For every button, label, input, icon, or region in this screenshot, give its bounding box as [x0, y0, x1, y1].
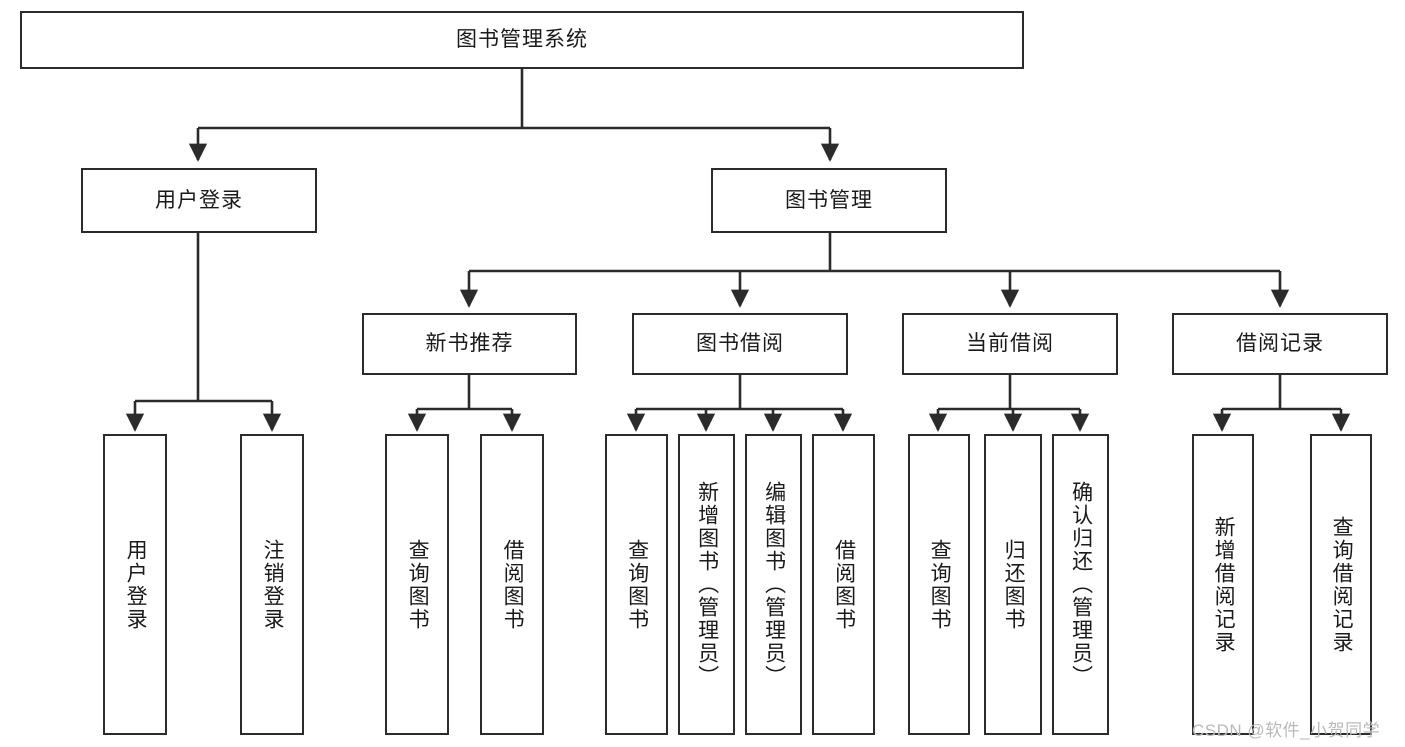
- node-label: 归还图书: [1002, 538, 1026, 631]
- node-label: 注销登录: [261, 538, 285, 631]
- leaf-user-login-signin[interactable]: 用户登录: [103, 434, 167, 735]
- node-label: 借阅记录: [1236, 332, 1324, 356]
- leaf-current-borrow-confirm-return-admin[interactable]: 确认归还（管理员）: [1052, 434, 1109, 735]
- csdn-watermark: CSDN @软件_小贺同学: [1192, 721, 1381, 740]
- leaf-borrow-record-add-record[interactable]: 新增借阅记录: [1192, 434, 1254, 735]
- leaf-current-borrow-query-book[interactable]: 查询图书: [908, 434, 970, 735]
- node-label: 查询图书: [625, 538, 649, 631]
- leaf-book-borrow-edit-book-admin[interactable]: 编辑图书（管理员）: [745, 434, 802, 735]
- node-borrow-record[interactable]: 借阅记录: [1172, 313, 1388, 375]
- leaf-current-borrow-return-book[interactable]: 归还图书: [984, 434, 1042, 735]
- node-label: 图书管理系统: [456, 28, 588, 52]
- node-label: 用户登录: [155, 188, 243, 212]
- node-label: 查询图书: [928, 538, 952, 631]
- leaf-book-borrow-borrow-book[interactable]: 借阅图书: [812, 434, 875, 735]
- node-label: 新书推荐: [425, 332, 514, 356]
- leaf-book-borrow-add-book-admin[interactable]: 新增图书（管理员）: [678, 434, 735, 735]
- node-label: 用户登录: [124, 538, 148, 631]
- leaf-user-login-signout[interactable]: 注销登录: [240, 434, 304, 735]
- leaf-borrow-record-query-record[interactable]: 查询借阅记录: [1310, 434, 1372, 735]
- node-new-book-recommend[interactable]: 新书推荐: [362, 313, 577, 375]
- leaf-new-book-borrow-book[interactable]: 借阅图书: [480, 434, 544, 735]
- leaf-new-book-query-book[interactable]: 查询图书: [385, 434, 449, 735]
- leaf-book-borrow-query-book[interactable]: 查询图书: [605, 434, 668, 735]
- node-label: 借阅图书: [832, 538, 856, 631]
- node-book-management[interactable]: 图书管理: [711, 168, 947, 233]
- node-label: 图书借阅: [696, 332, 784, 356]
- node-current-borrow[interactable]: 当前借阅: [902, 313, 1118, 375]
- node-label: 编辑图书（管理员）: [762, 481, 786, 688]
- node-label: 当前借阅: [966, 332, 1054, 356]
- node-label: 确认归还（管理员）: [1069, 481, 1093, 688]
- node-label: 图书管理: [785, 188, 873, 212]
- node-label: 借阅图书: [501, 538, 525, 631]
- node-book-borrow[interactable]: 图书借阅: [632, 313, 848, 375]
- node-label: 查询图书: [406, 538, 430, 631]
- node-label: 新增图书（管理员）: [695, 481, 719, 688]
- node-label: 查询借阅记录: [1330, 515, 1354, 654]
- node-label: 新增借阅记录: [1212, 515, 1236, 654]
- node-user-login[interactable]: 用户登录: [81, 168, 317, 233]
- node-root-book-management-system[interactable]: 图书管理系统: [20, 11, 1024, 69]
